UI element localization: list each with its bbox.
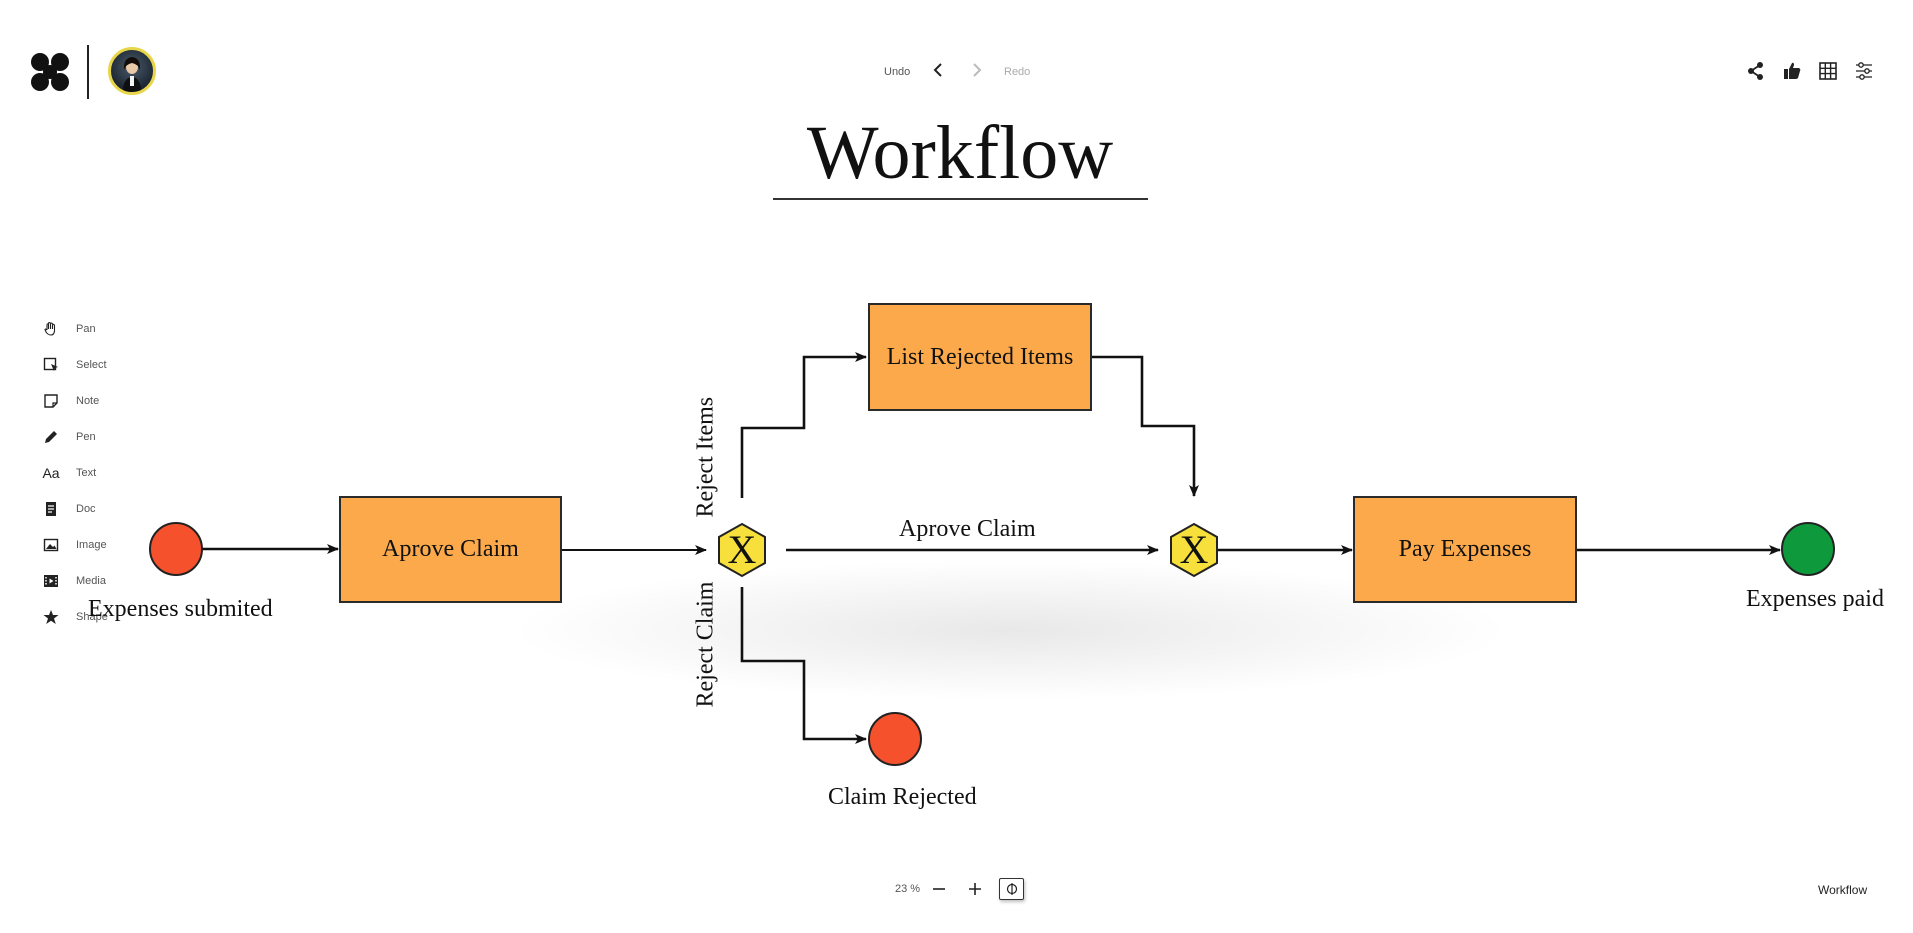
tool-label: Select	[76, 359, 107, 371]
task-list-rejected-items[interactable]: List Rejected Items	[868, 303, 1092, 411]
redo-label: Redo	[1004, 66, 1031, 78]
tool-label: Pen	[76, 431, 96, 443]
undo-label: Undo	[884, 66, 911, 78]
start-event-label[interactable]: Expenses submited	[88, 596, 273, 622]
canvas-shadow	[510, 560, 1510, 700]
tool-label: Pan	[76, 323, 96, 335]
tool-select[interactable]: Select	[38, 351, 138, 379]
title-underline	[773, 198, 1148, 200]
minus-icon	[933, 888, 945, 890]
zoom-out-button[interactable]	[928, 878, 950, 900]
edge-list-to-gateway[interactable]	[1092, 355, 1199, 497]
task-pay-expenses[interactable]: Pay Expenses	[1353, 496, 1577, 603]
tool-label: Media	[76, 575, 106, 587]
media-icon	[38, 571, 64, 591]
gateway-split-symbol: X	[727, 527, 757, 572]
image-icon	[38, 535, 64, 555]
end-event-label[interactable]: Expenses paid	[1746, 586, 1884, 612]
tool-label: Note	[76, 395, 100, 407]
tool-shape[interactable]: Shape	[38, 603, 138, 631]
tool-text[interactable]: Aa Text	[38, 459, 138, 487]
gateway-merge[interactable]	[1170, 522, 1218, 578]
gateway-merge-symbol: X	[1179, 527, 1209, 572]
rejected-event-label[interactable]: Claim Rejected	[828, 784, 977, 810]
tool-pan[interactable]: Pan	[38, 315, 138, 343]
plus-icon	[969, 883, 981, 895]
pan-hand-icon	[38, 319, 64, 339]
tool-label: Text	[76, 467, 97, 479]
select-icon	[38, 355, 64, 375]
note-icon	[38, 391, 64, 411]
gateway-split[interactable]	[718, 522, 766, 578]
tool-label: Doc	[76, 503, 96, 515]
edge-label-reject-claim[interactable]: Reject Claim	[692, 581, 719, 708]
redo-chevron-right-icon[interactable]	[966, 60, 986, 80]
zoom-level: 23 %	[895, 883, 921, 895]
end-event-rejected[interactable]	[868, 712, 922, 766]
board-title[interactable]: Workflow	[806, 111, 1114, 195]
share-icon[interactable]	[1746, 61, 1766, 81]
thumbs-up-icon[interactable]	[1782, 61, 1802, 81]
undo-chevron-left-icon[interactable]	[929, 60, 949, 80]
doc-icon	[38, 499, 64, 519]
end-event-paid[interactable]	[1781, 522, 1835, 576]
grid-icon[interactable]	[1818, 61, 1838, 81]
edge-reject-claim[interactable]	[740, 587, 867, 744]
tool-label: Image	[76, 539, 107, 551]
user-avatar[interactable]	[108, 47, 156, 95]
tool-label: Shape	[76, 611, 108, 623]
fit-screen-icon	[1006, 883, 1017, 895]
task-aprove-claim[interactable]: Aprove Claim	[339, 496, 562, 603]
board-name-label[interactable]: Workflow	[1818, 883, 1868, 897]
zoom-in-button[interactable]	[964, 878, 986, 900]
star-icon	[38, 607, 64, 627]
fit-to-screen-button[interactable]	[999, 878, 1024, 900]
header-divider	[87, 45, 89, 99]
start-event[interactable]	[149, 522, 203, 576]
text-icon: Aa	[42, 465, 60, 481]
edge-label-aprove-claim[interactable]: Aprove Claim	[899, 516, 1036, 542]
edge-reject-items[interactable]	[740, 352, 867, 498]
pen-icon	[38, 427, 64, 447]
tool-note[interactable]: Note	[38, 387, 138, 415]
sliders-icon[interactable]	[1854, 61, 1874, 81]
tool-image[interactable]: Image	[38, 531, 138, 559]
app-logo-icon[interactable]	[30, 52, 70, 92]
edge-label-reject-items[interactable]: Reject Items	[692, 396, 719, 518]
tool-media[interactable]: Media	[38, 567, 138, 595]
tool-doc[interactable]: Doc	[38, 495, 138, 523]
tool-pen[interactable]: Pen	[38, 423, 138, 451]
